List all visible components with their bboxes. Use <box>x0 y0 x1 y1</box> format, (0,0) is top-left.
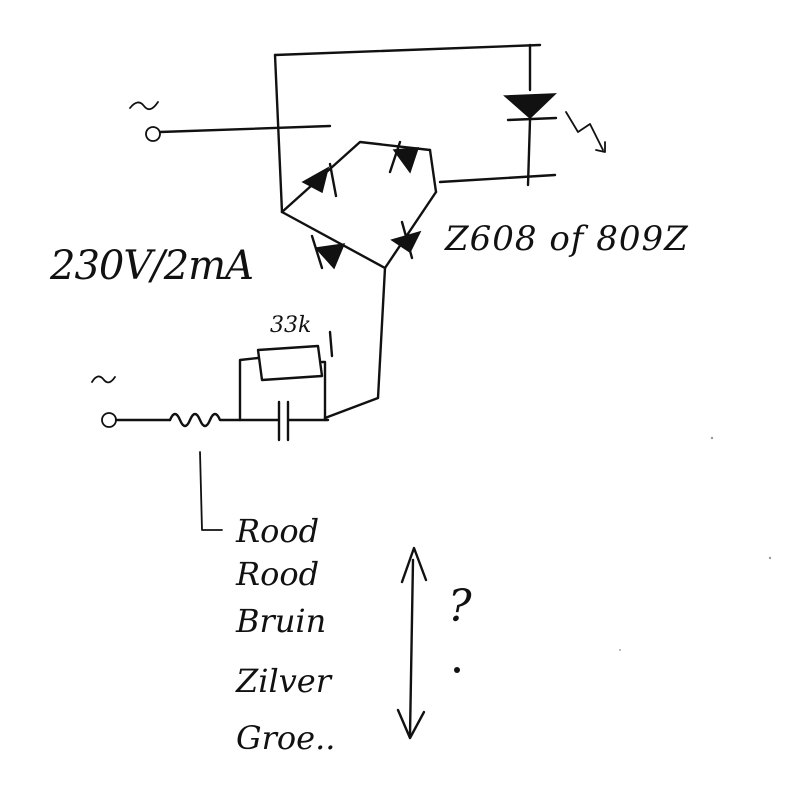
parallel-resistor <box>238 330 334 422</box>
bridge-rectifier <box>273 43 557 270</box>
resistor-value-label: 33k <box>270 313 312 338</box>
color-band-label: Zilver <box>236 662 332 700</box>
led-icon <box>503 43 606 187</box>
question-mark: ? <box>448 581 472 632</box>
ac-terminal-bottom-icon <box>91 375 117 428</box>
capacitor-icon <box>238 400 330 442</box>
diode-icon <box>390 220 422 260</box>
diode-type-label: Z608 of 809Z <box>445 219 689 259</box>
color-band-label: Groe.. <box>236 719 336 757</box>
ac-terminal-top-icon <box>129 101 161 142</box>
leader-line <box>199 451 223 531</box>
color-band-label: Bruin <box>236 602 327 640</box>
diode-icon <box>388 140 420 174</box>
wire-bridge-output <box>323 266 387 420</box>
paper-specks <box>454 436 772 673</box>
diode-icon <box>301 162 338 198</box>
supply-voltage-label: 230V/2mA <box>50 243 254 289</box>
color-band-label: Rood <box>236 555 320 593</box>
double-arrow-icon <box>396 546 428 740</box>
color-band-label: Rood <box>236 512 320 550</box>
diode-icon <box>310 234 346 270</box>
wire-input-top <box>158 124 332 134</box>
resistor-icon <box>168 412 242 428</box>
